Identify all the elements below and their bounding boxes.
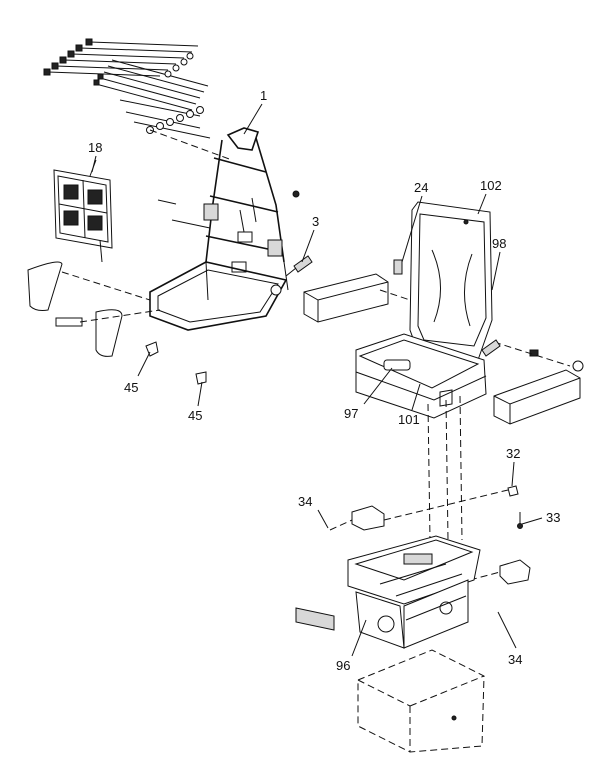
callout-98: 98: [492, 236, 506, 251]
clip-45-lower: [195, 371, 207, 385]
bolt-rods-cluster: [43, 38, 233, 161]
nut-32: [507, 485, 519, 497]
callout-34-lower: 34: [508, 652, 522, 667]
adjustment-handle: [285, 255, 313, 277]
callout-1: 1: [260, 88, 267, 103]
brackets-upper: [329, 489, 531, 585]
suspension-assembly: [347, 535, 481, 649]
armrest-left: [303, 259, 411, 323]
seat-post: [427, 389, 463, 541]
recline-lever: [481, 339, 501, 357]
leader-lines: [91, 103, 543, 657]
storage-box: [357, 649, 485, 753]
armrest-right: [493, 341, 584, 425]
callout-18: 18: [88, 140, 102, 155]
callout-34-upper: 34: [298, 494, 312, 509]
clip-45-upper: [145, 341, 159, 357]
seat-bottom-cushion: [355, 333, 487, 419]
callout-24: 24: [414, 180, 428, 195]
seat-frame: [149, 127, 300, 331]
callout-45-lower: 45: [188, 408, 202, 423]
callout-101: 101: [398, 412, 420, 427]
callout-102: 102: [480, 178, 502, 193]
callout-32: 32: [506, 446, 520, 461]
seat-back-cushion: [409, 201, 493, 361]
callout-96: 96: [336, 658, 350, 673]
label-strip: [295, 607, 335, 631]
instruction-label-plate: [53, 159, 113, 263]
side-covers: [27, 261, 161, 357]
callout-97: 97: [344, 406, 358, 421]
callout-45-upper: 45: [124, 380, 138, 395]
screw-33: [517, 512, 523, 529]
callout-3: 3: [312, 214, 319, 229]
callout-33: 33: [546, 510, 560, 525]
